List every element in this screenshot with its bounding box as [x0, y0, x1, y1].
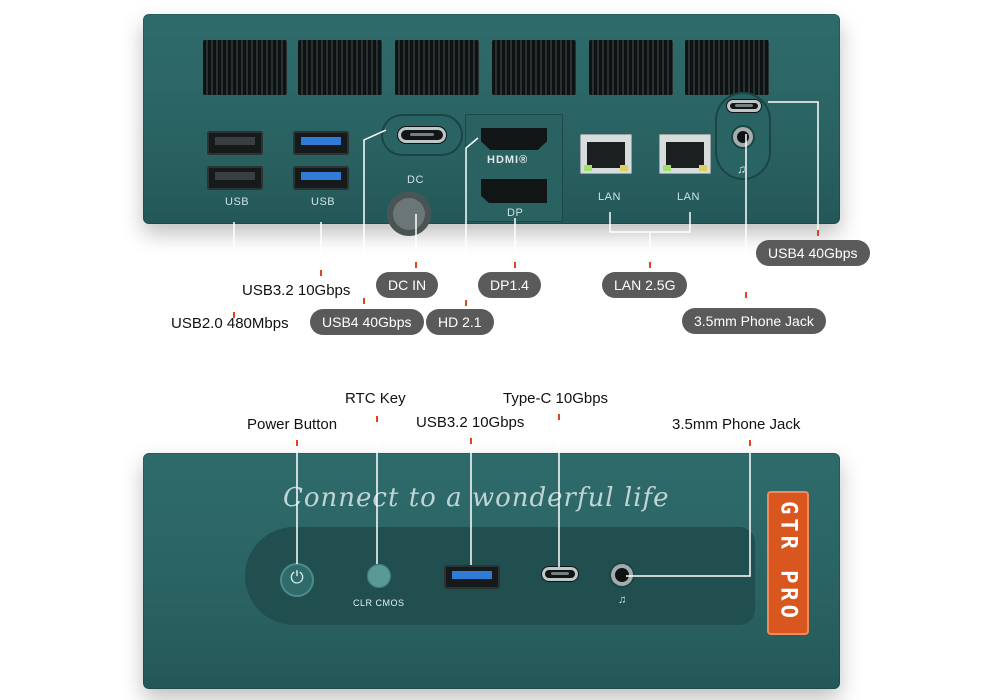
tick-hdmi [465, 300, 467, 306]
callout-power-button: Power Button [247, 416, 338, 433]
headphone-icon: ♫ [737, 162, 746, 176]
tick-usb2 [233, 312, 235, 318]
callout-usb4-left: USB4 40Gbps [310, 309, 424, 335]
tick-usb4-left [363, 298, 365, 304]
callout-phone-jack-front: 3.5mm Phone Jack [672, 416, 801, 433]
front-type-c-port [542, 567, 578, 581]
callout-usb4-right: USB4 40Gbps [756, 240, 870, 266]
tick-dc [415, 262, 417, 268]
hdmi-logo: HDMI® [487, 154, 529, 166]
callout-front-usb32: USB3.2 10Gbps [416, 414, 525, 431]
vent-3 [395, 40, 479, 95]
tick-usb4-right [817, 230, 819, 236]
vent-4 [492, 40, 576, 95]
tick-type-c [558, 414, 560, 420]
power-button[interactable]: ⏻ [280, 563, 314, 597]
callout-hd: HD 2.1 [426, 309, 494, 335]
front-phone-jack [615, 568, 629, 582]
gtr-pro-badge: GTR PRO [767, 491, 809, 635]
vent-5 [589, 40, 673, 95]
usb2-port-top [207, 131, 263, 155]
front-callout-lines [296, 418, 751, 577]
usb4-port-left [398, 127, 446, 143]
tick-dp [514, 262, 516, 268]
line-front-jack [626, 432, 751, 577]
callout-usb2: USB2.0 480Mbps [171, 315, 289, 332]
usb32-port-top [293, 131, 349, 155]
power-icon: ⏻ [290, 568, 304, 587]
dc-jack-ring [387, 192, 431, 236]
rtc-clr-cmos-button[interactable] [367, 564, 391, 588]
front-panel: Connect to a wonderful life ⏻ CLR CMOS ♫… [143, 453, 840, 689]
vent-2 [298, 40, 382, 95]
callout-type-c: Type-C 10Gbps [503, 390, 609, 407]
lan-2-label: LAN [677, 191, 700, 203]
callout-phone-jack-rear: 3.5mm Phone Jack [682, 308, 826, 334]
tick-lan [649, 262, 651, 268]
lan-port-2 [659, 134, 711, 174]
callout-dc-in: DC IN [376, 272, 439, 298]
slogan-text: Connect to a wonderful life [283, 483, 670, 513]
tick-rtc [376, 416, 378, 422]
tick-phone-jack-rear [745, 292, 747, 298]
front-headphone-icon: ♫ [618, 594, 627, 606]
dp-port [481, 179, 547, 203]
usb32-port-bottom [293, 166, 349, 190]
usb2-label: USB [225, 196, 250, 208]
tick-front-usb32 [470, 438, 472, 444]
usb4-port-right [727, 100, 761, 112]
usb2-port-bottom [207, 166, 263, 190]
tick-usb32 [320, 270, 322, 276]
line-usb4-left [363, 129, 387, 302]
front-usb32-port [444, 565, 500, 589]
lan-1-label: LAN [598, 191, 621, 203]
dc-label: DC [407, 174, 424, 186]
lan-port-1 [580, 134, 632, 174]
rear-panel: USB USB DC HDMI® DP LAN LAN ♫ [143, 14, 840, 236]
callout-usb32: USB3.2 10Gbps [242, 282, 351, 299]
vent-6 [685, 40, 769, 95]
hdmi-port [481, 128, 547, 150]
line-hdmi [465, 137, 479, 306]
line-usb4-right [768, 101, 819, 236]
callout-lan: LAN 2.5G [602, 272, 688, 298]
clr-cmos-label: CLR CMOS [353, 598, 405, 608]
callout-dp: DP1.4 [478, 272, 541, 298]
callout-rtc-key: RTC Key [345, 390, 406, 407]
dp-label: DP [507, 207, 524, 219]
usb32-label: USB [311, 196, 336, 208]
line-lan-bracket [609, 212, 691, 233]
tick-power [296, 440, 298, 446]
tick-front-jack [749, 440, 751, 446]
rear-callout-lines [233, 101, 819, 310]
vent-1 [203, 40, 287, 95]
